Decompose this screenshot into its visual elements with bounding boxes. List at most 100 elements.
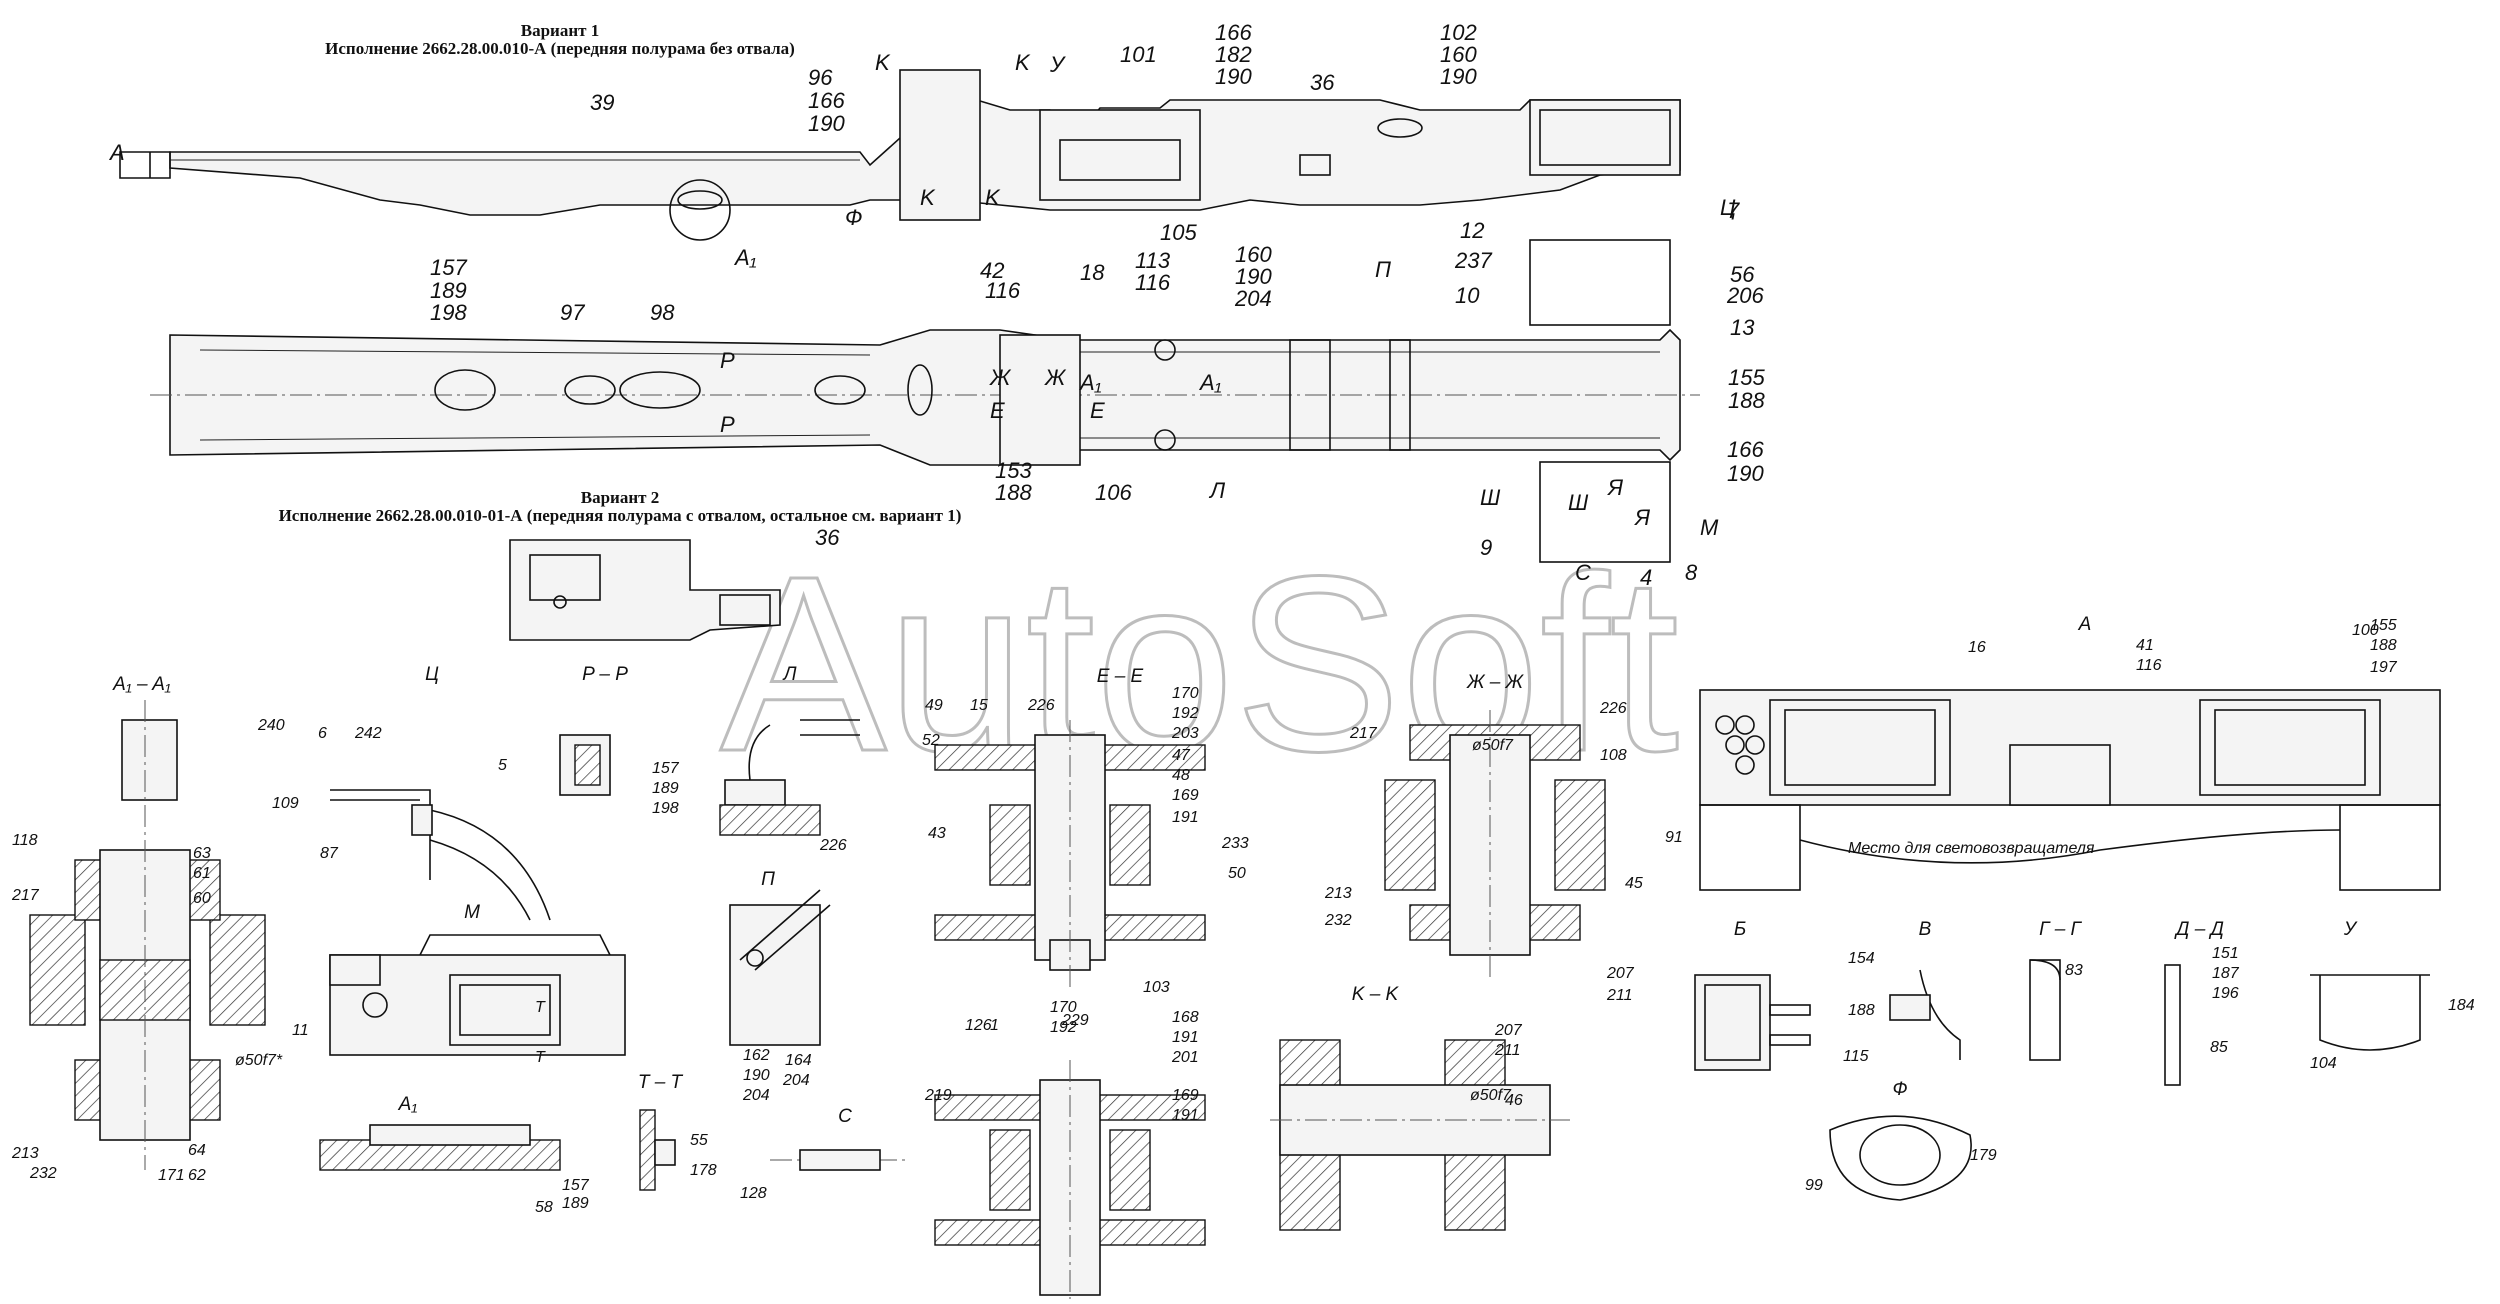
part-callout-50: 168: [1172, 1009, 1199, 1026]
part-callout-64: 190: [743, 1067, 770, 1084]
top-view-callout-29: 190: [1235, 264, 1272, 289]
part-callout-18: 189: [652, 780, 679, 797]
top-view-callout-5: K: [875, 50, 891, 75]
variant1-title: Вариант 1: [521, 21, 599, 40]
section-a1: [319, 1124, 561, 1171]
part-callout-81: 91: [1665, 829, 1683, 846]
part-callout-92: 104: [2310, 1055, 2337, 1072]
section-title-u: У: [2343, 919, 2358, 940]
part-callout-67: 204: [782, 1072, 810, 1089]
part-callout-4: 63: [193, 845, 211, 862]
part-callout-12: ø50f7*: [235, 1052, 283, 1069]
top-view-callout-18: Ф: [845, 205, 863, 230]
part-callout-71: 157: [562, 1177, 590, 1194]
section-title-l: Л: [781, 664, 797, 685]
part-callout-72: 189: [562, 1195, 589, 1212]
part-callout-28: 48: [1172, 767, 1190, 784]
section-e-e: [934, 720, 1206, 990]
top-view-callout-13: 190: [1215, 64, 1252, 89]
top-view-callout-55: 153: [995, 458, 1032, 483]
top-view-callout-52: 188: [1728, 388, 1765, 413]
part-callout-26: 203: [1171, 725, 1199, 742]
top-view-callout-0: A: [108, 140, 125, 165]
part-callout-20: 226: [819, 837, 847, 854]
part-callout-91: 184: [2448, 997, 2475, 1014]
top-view-callout-67: M: [1700, 515, 1719, 540]
top-view-callout-1: 39: [590, 90, 614, 115]
section-title-p: П: [761, 869, 775, 890]
top-view-callout-26: 10: [1455, 283, 1480, 308]
part-callout-65: 204: [742, 1087, 770, 1104]
section-title-zh_zh: Ж – Ж: [1466, 672, 1525, 693]
part-callout-59: ø50f7: [1470, 1087, 1512, 1104]
part-callout-40: 108: [1600, 747, 1627, 764]
part-callout-66: 164: [785, 1052, 812, 1069]
part-callout-49: 229: [1061, 1012, 1089, 1029]
part-callout-82: Место для световозвращателя: [1848, 840, 2095, 857]
section-title-t_t: T – T: [638, 1072, 684, 1093]
part-callout-33: 233: [1221, 835, 1249, 852]
top-view-callout-37: 157: [430, 255, 467, 280]
section-title-f: Ф: [1892, 1079, 1907, 1100]
top-view-callout-60: Ш: [1568, 490, 1589, 515]
top-view-callout-61: 9: [1480, 535, 1492, 560]
top-view-callout-16: 160: [1440, 42, 1477, 67]
top-view-callout-24: 12: [1460, 218, 1484, 243]
top-view-callout-56: 188: [995, 480, 1032, 505]
part-callout-16: 87: [320, 845, 339, 862]
part-callout-89: 196: [2212, 985, 2239, 1002]
top-view-callout-2: 96: [808, 65, 833, 90]
part-callout-25: 192: [1172, 705, 1199, 722]
top-view-callout-62: Я: [1607, 475, 1624, 500]
top-view-callout-23: 206: [1726, 283, 1764, 308]
part-callout-76: 116: [2136, 657, 2162, 674]
view-c: [330, 789, 551, 921]
part-callout-2: 118: [12, 832, 38, 849]
top-view-callout-15: 102: [1440, 20, 1477, 45]
part-callout-85: 115: [1843, 1048, 1869, 1065]
part-callout-27: 47: [1172, 747, 1191, 764]
part-callout-38: 217: [1349, 725, 1378, 742]
top-view-callout-32: 113: [1135, 248, 1171, 273]
part-callout-48: 1: [990, 1017, 999, 1034]
top-view-callout-9: У: [1049, 52, 1066, 77]
part-callout-36: 170: [1050, 999, 1077, 1016]
section-lower: [934, 1060, 1206, 1299]
part-callout-56: 207: [1494, 1022, 1523, 1039]
part-callout-54: 191: [1172, 1107, 1199, 1124]
part-callout-14: 242: [354, 725, 382, 742]
top-view-callout-57: 106: [1095, 480, 1132, 505]
part-callout-30: 191: [1172, 809, 1199, 826]
top-view-callout-10: 101: [1120, 42, 1157, 67]
top-view-callout-47: E: [1090, 398, 1105, 423]
top-view-callout-49: A₁: [1198, 370, 1222, 395]
top-view-callout-63: Я: [1634, 505, 1651, 530]
top-view-callout-64: C: [1575, 560, 1591, 585]
section-title-s: C: [838, 1106, 852, 1127]
part-callout-22: 15: [970, 697, 988, 714]
part-callout-39: 226: [1599, 700, 1627, 717]
part-callout-34: 50: [1228, 865, 1246, 882]
small-views: [1694, 959, 2430, 1201]
part-callout-5: 61: [193, 865, 211, 882]
part-callout-74: 16: [1968, 639, 1986, 656]
part-callout-9: 171: [158, 1167, 185, 1184]
top-view-callout-44: Ж: [989, 365, 1012, 390]
part-callout-79: 188: [2370, 637, 2397, 654]
top-view-callout-54: 190: [1727, 461, 1764, 486]
part-callout-60: 11: [292, 1022, 309, 1039]
variant2-fragment: [509, 539, 781, 641]
section-title-b: Б: [1734, 919, 1746, 940]
top-view-callout-12: 182: [1215, 42, 1252, 67]
part-callout-90: 85: [2210, 1039, 2228, 1056]
part-callout-87: 151: [2212, 945, 2239, 962]
top-view-callout-3: 166: [808, 88, 845, 113]
part-callout-70: 58: [535, 1199, 553, 1216]
part-callout-52: 201: [1171, 1049, 1199, 1066]
part-callout-57: 211: [1494, 1042, 1521, 1059]
top-view-callout-21: 7: [1727, 198, 1740, 223]
part-callout-3: 217: [11, 887, 40, 904]
section-title-v: В: [1919, 919, 1932, 940]
